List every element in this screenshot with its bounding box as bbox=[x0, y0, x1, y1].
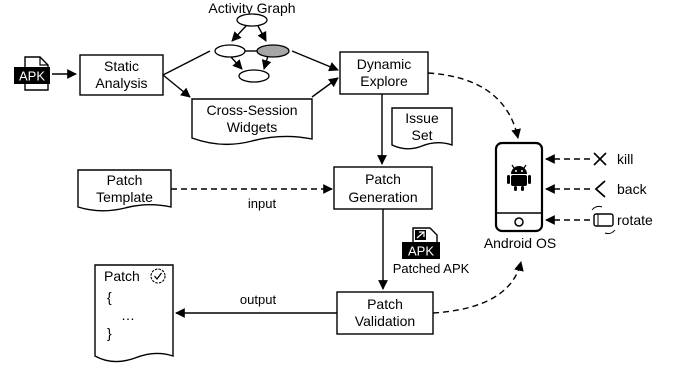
patch-generation-box: Patch Generation bbox=[333, 166, 433, 210]
patch-output-doc: Patch { … } bbox=[94, 264, 174, 363]
static-analysis-box: Static Analysis bbox=[79, 54, 164, 96]
graph-node bbox=[236, 13, 268, 27]
validation-to-android-arrow bbox=[432, 261, 524, 314]
patch-doc-line: } bbox=[107, 325, 112, 341]
static-analysis-line2: Analysis bbox=[95, 75, 147, 91]
explore-to-android-arrow bbox=[427, 72, 521, 139]
back-action: back bbox=[545, 180, 648, 198]
patch-validation-line1: Patch bbox=[367, 296, 403, 312]
close-x-icon bbox=[593, 152, 607, 166]
kill-label: kill bbox=[617, 151, 633, 167]
patch-template-doc: Patch Template bbox=[77, 169, 172, 212]
issue-set-doc: Issue Set bbox=[391, 107, 453, 150]
kill-action: kill bbox=[545, 151, 633, 167]
dynamic-explore-line1: Dynamic bbox=[357, 56, 411, 72]
input-label: input bbox=[248, 196, 277, 211]
cross-session-widgets-doc: Cross-Session Widgets bbox=[191, 98, 313, 146]
patch-generation-line1: Patch bbox=[365, 171, 401, 187]
patch-doc-title: Patch bbox=[104, 268, 140, 284]
patched-apk-icon: APK bbox=[402, 227, 440, 259]
patch-template-line1: Patch bbox=[107, 172, 143, 188]
issue-set-line1: Issue bbox=[405, 110, 439, 126]
patch-template-line2: Template bbox=[96, 189, 153, 205]
patch-generation-line2: Generation bbox=[348, 189, 417, 205]
dynamic-explore-line2: Explore bbox=[360, 73, 408, 89]
patched-apk-badge-text: APK bbox=[408, 244, 434, 259]
activity-graph-title: Activity Graph bbox=[208, 0, 295, 16]
widgets-line2: Widgets bbox=[227, 119, 278, 135]
graph-node bbox=[214, 44, 246, 58]
patched-apk-label: Patched APK bbox=[393, 261, 470, 276]
activity-graph bbox=[214, 13, 290, 83]
android-os-label: Android OS bbox=[484, 235, 556, 251]
android-robot-icon bbox=[507, 164, 531, 191]
static-to-widgets-arrow bbox=[162, 74, 191, 98]
back-label: back bbox=[617, 181, 648, 197]
android-phone-icon bbox=[494, 141, 544, 233]
rotate-label: rotate bbox=[617, 212, 653, 228]
check-badge-icon bbox=[150, 268, 166, 284]
apk-file-icon: APK bbox=[14, 56, 50, 91]
static-to-graph-edge bbox=[162, 50, 211, 76]
rotate-action: rotate bbox=[545, 205, 653, 235]
patch-doc-line: … bbox=[121, 307, 135, 323]
rotate-device-icon bbox=[591, 205, 616, 235]
output-label: output bbox=[240, 292, 277, 307]
apk-badge-text: APK bbox=[19, 69, 45, 84]
static-analysis-line1: Static bbox=[104, 58, 139, 74]
patch-doc-line: { bbox=[107, 289, 112, 305]
back-chevron-icon bbox=[594, 180, 606, 198]
patch-validation-line2: Validation bbox=[355, 313, 415, 329]
patch-validation-box: Patch Validation bbox=[336, 291, 434, 335]
issue-set-line2: Set bbox=[411, 127, 432, 143]
widgets-line1: Cross-Session bbox=[206, 102, 297, 118]
graph-to-explore-arrow bbox=[291, 50, 339, 72]
dynamic-explore-box: Dynamic Explore bbox=[339, 51, 429, 95]
graph-node bbox=[238, 69, 270, 83]
widgets-to-explore-arrow bbox=[311, 77, 339, 98]
graph-node-highlighted bbox=[256, 44, 290, 58]
